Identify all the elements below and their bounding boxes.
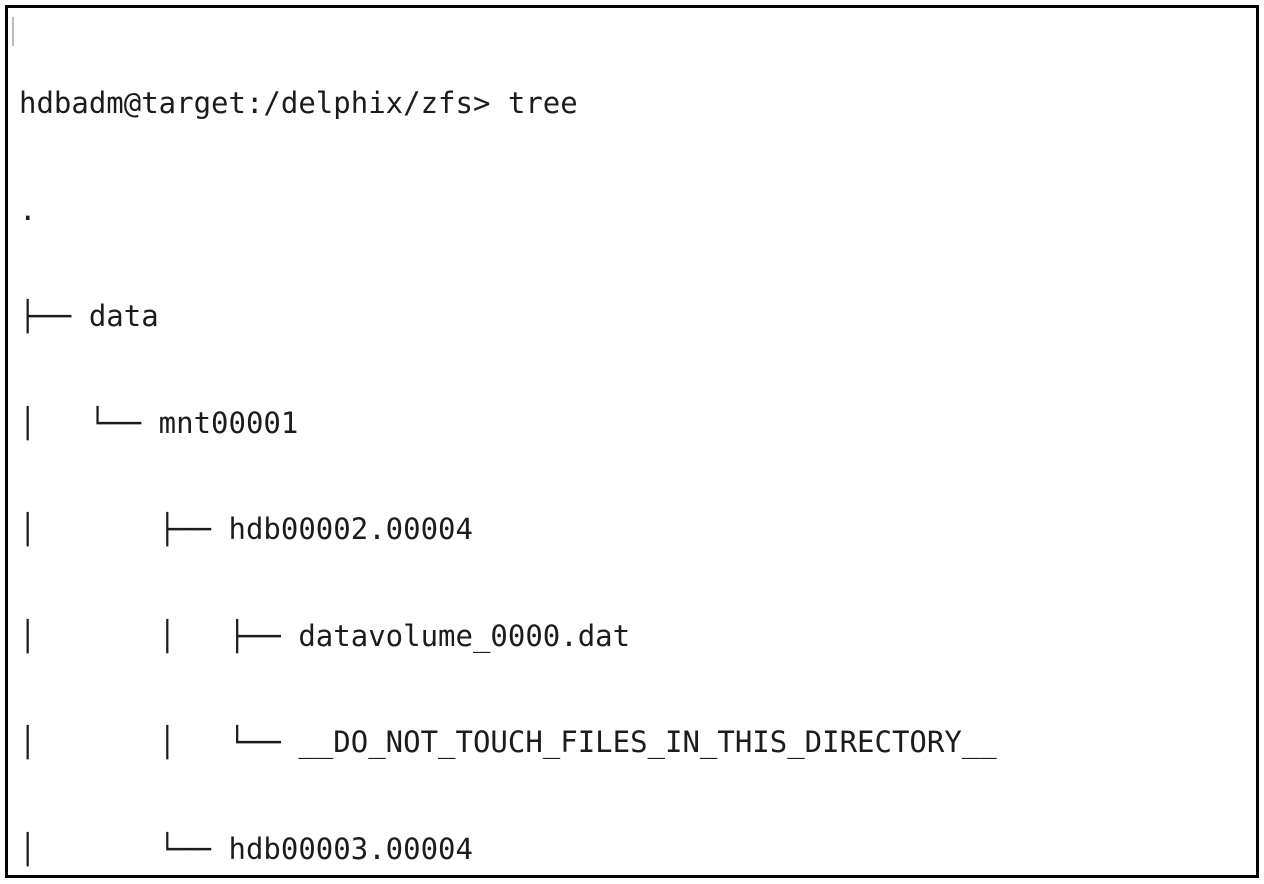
terminal-window[interactable]: hdbadm@target:/delphix/zfs> tree . ├── d… (5, 5, 1259, 878)
terminal-output: hdbadm@target:/delphix/zfs> tree . ├── d… (19, 15, 1256, 875)
shell-prompt: hdbadm@target:/delphix/zfs> (19, 86, 508, 120)
tree-line: │ ├── hdb00002.00004 (19, 512, 473, 546)
typed-command: tree (507, 86, 578, 120)
prompt-line: hdbadm@target:/delphix/zfs> tree (19, 86, 1256, 122)
tree-line: │ │ └── __DO_NOT_TOUCH_FILES_IN_THIS_DIR… (19, 725, 997, 759)
text-cursor-caret (12, 17, 14, 46)
tree-line: │ │ ├── datavolume_0000.dat (19, 618, 631, 653)
tree-root-line: . (19, 192, 37, 227)
tree-line: │ └── mnt00001 (19, 405, 299, 440)
tree-line: │ └── hdb00003.00004 (19, 831, 473, 866)
tree-line: ├── data (19, 299, 159, 333)
